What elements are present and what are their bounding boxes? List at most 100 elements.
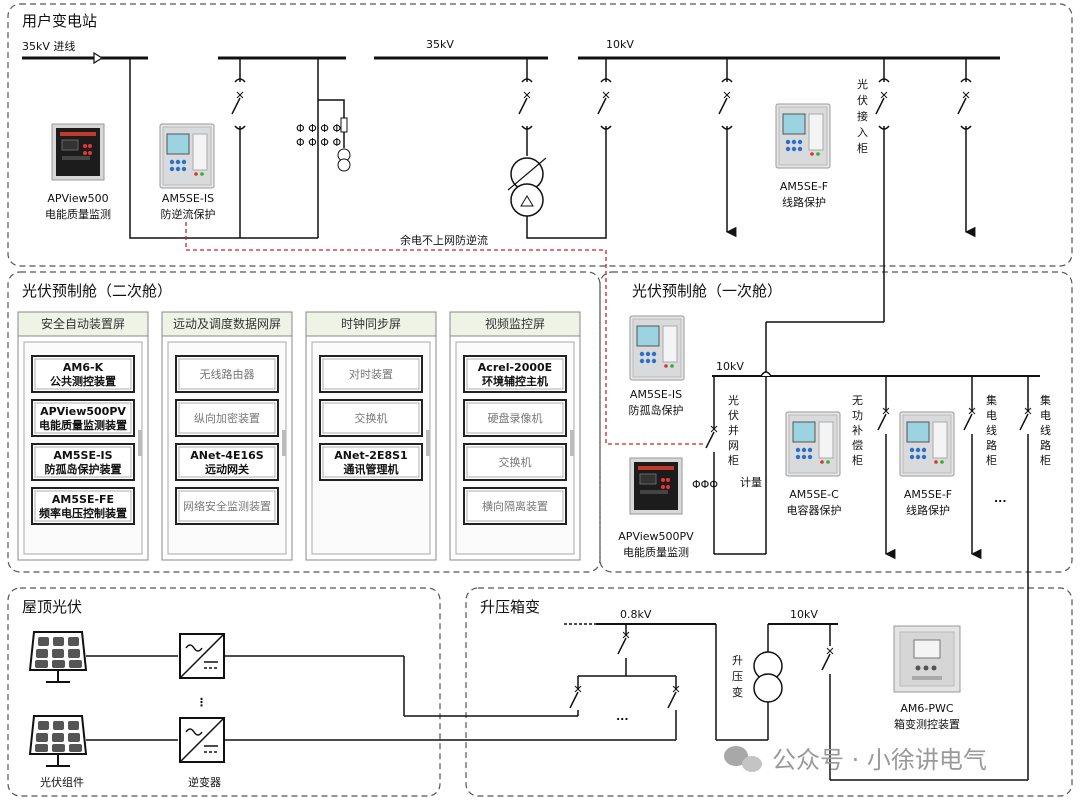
wechat-icon	[724, 746, 762, 772]
vertical-label-char: 路	[1040, 439, 1051, 452]
panel-device: 硬盘录像机	[463, 399, 567, 437]
device-name: 交换机	[499, 455, 532, 469]
metering-ct-icon: ΦΦΦ	[692, 478, 718, 491]
watermark: 公众号 · 小徐讲电气	[772, 746, 987, 774]
box-substation-frame	[465, 587, 1073, 797]
vertical-label-char: 柜	[1040, 454, 1051, 467]
device-desc: 公共测控装置	[50, 374, 116, 388]
panel-device: 横向隔离装置	[463, 487, 567, 525]
panel-device: 对时装置	[319, 355, 423, 393]
vertical-label-char: 无	[852, 394, 863, 407]
am5se-f-substation-desc: 线路保护	[782, 195, 826, 209]
am5se-f-substation-model: AM5SE-F	[780, 180, 828, 193]
pv-module-icon-2	[29, 715, 87, 767]
vertical-label-char: 偿	[852, 438, 863, 452]
bus-10kv-label: 10kV	[606, 38, 634, 51]
am6-pwc-model: AM6-PWC	[900, 702, 953, 715]
device-model: AM6-K	[63, 361, 104, 374]
anti-reverse-link	[185, 222, 706, 445]
vertical-label-char: 并	[728, 423, 739, 437]
am5se-c-desc: 电容器保护	[787, 503, 842, 517]
inverter-dots: ⋮	[196, 696, 207, 709]
device-desc: 远动网关	[205, 462, 249, 476]
am5se-f-primary-device	[899, 411, 955, 477]
panel-device: 交换机	[463, 443, 567, 481]
vertical-label-char: 功	[852, 409, 863, 422]
device-model: AM5SE-IS	[53, 449, 112, 462]
step-up-label: 升压变	[732, 654, 743, 699]
am5se-is-primary-device	[629, 315, 685, 381]
incoming-35kv-label: 35kV 进线	[22, 39, 75, 53]
panel-device: 纵向加密装置	[175, 399, 279, 437]
secondary-cabin-title: 光伏预制舱（二次舱）	[22, 282, 172, 300]
device-model: ANet-4E16S	[190, 449, 263, 462]
rooftop-pv-frame	[7, 587, 441, 797]
device-name: 纵向加密装置	[194, 411, 260, 425]
vertical-label-char: 柜	[857, 142, 868, 155]
panel-header: 时钟同步屏	[341, 316, 401, 331]
vertical-label-char: 集	[986, 393, 997, 407]
vertical-label-char: 入	[857, 126, 868, 139]
device-name: 网络安全监测装置	[183, 499, 271, 513]
am5se-is-primary-model: AM5SE-IS	[630, 388, 682, 401]
vertical-label-char: 伏	[728, 408, 739, 422]
am5se-c-model: AM5SE-C	[789, 488, 839, 501]
apview500pv-device	[629, 457, 683, 515]
am6-pwc-desc: 箱变测控装置	[894, 717, 960, 731]
collector-ellipsis: ...	[994, 492, 1007, 505]
substation-frame	[7, 3, 1073, 267]
device-desc: 电能质量监测装置	[39, 418, 127, 432]
am5se-f-primary-model: AM5SE-F	[904, 488, 952, 501]
apview500pv-desc: 电能质量监测	[623, 545, 689, 559]
primary-bus-10kv-label: 10kV	[716, 360, 744, 373]
primary-cabin-title: 光伏预制舱（一次舱）	[632, 282, 782, 300]
device-desc: 环境辅控主机	[482, 374, 548, 388]
am6-pwc-device	[893, 625, 961, 693]
metering-label: 计量	[740, 476, 762, 489]
vertical-label-char: 线	[986, 423, 997, 437]
apview500pv-model: APView500PV	[618, 530, 694, 543]
secondary-cabin-frame	[7, 271, 601, 573]
device-name: 横向隔离装置	[482, 499, 548, 513]
vertical-label-char: 变	[732, 685, 743, 699]
device-desc: 通讯管理机	[344, 462, 399, 476]
panel-1: 安全自动装置屏AM6-K公共测控装置APView500PV电能质量监测装置AM5…	[17, 311, 149, 561]
am5se-is-substation-device	[159, 123, 215, 189]
vertical-label-char: 光	[728, 393, 739, 407]
panel-device: 无线路由器	[175, 355, 279, 393]
device-name: 无线路由器	[200, 367, 255, 381]
rooftop-pv-title: 屋顶光伏	[22, 598, 82, 616]
pv-module-label: 光伏组件	[40, 775, 84, 789]
vertical-label-char: 线	[1040, 423, 1051, 437]
panel-header: 视频监控屏	[485, 316, 545, 331]
vertical-label-char: 集	[1040, 393, 1051, 407]
apview500-device	[51, 123, 105, 181]
vertical-label-char: 光	[857, 77, 868, 91]
pv-module-icon-1	[29, 631, 87, 683]
svg-text:Φ Φ Φ Φ: Φ Φ Φ Φ	[296, 122, 341, 135]
panel-device: 交换机	[319, 399, 423, 437]
am5se-is-substation-model: AM5SE-IS	[162, 192, 214, 205]
vertical-label-char: 柜	[728, 454, 739, 467]
am5se-f-primary-desc: 线路保护	[906, 503, 950, 517]
vertical-label-char: 柜	[986, 454, 997, 467]
device-name: 交换机	[355, 411, 388, 425]
vertical-label-char: 电	[1040, 409, 1051, 422]
device-model: Acrel-2000E	[478, 361, 552, 374]
vertical-label-char: 路	[986, 439, 997, 452]
panel-device: 网络安全监测装置	[175, 487, 279, 525]
device-name: 硬盘录像机	[488, 411, 543, 425]
panel-header: 远动及调度数据网屏	[173, 316, 281, 331]
apview500-desc: 电能质量监测	[45, 207, 111, 221]
incoming-arrow-icon	[93, 51, 104, 65]
